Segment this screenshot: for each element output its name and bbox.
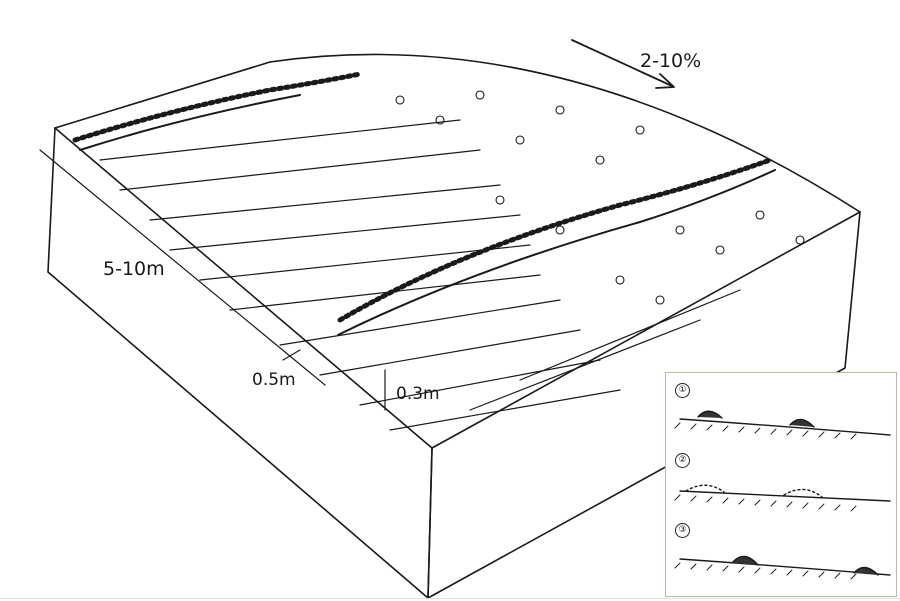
lower-strip	[337, 157, 773, 323]
step-1-number: ①	[675, 383, 690, 398]
block-top-left-edge	[54, 61, 271, 129]
strip-height-label: 0.3m	[396, 384, 440, 404]
step-2-number: ②	[675, 453, 690, 468]
block-left-top-edge	[54, 127, 433, 449]
strip-spacing-label: 5-10m	[103, 258, 165, 280]
cross-section-inset: ① ② ③	[665, 372, 897, 597]
slope-arrow	[571, 39, 673, 87]
image-bottom-border	[0, 598, 900, 599]
block-front-edge	[431, 211, 861, 449]
profile-step-1	[674, 410, 891, 440]
block-left-side	[47, 127, 433, 599]
slope-label: 2-10%	[640, 50, 702, 72]
block-front-side	[427, 211, 861, 599]
step-3-number: ③	[675, 523, 690, 538]
width-dimension	[39, 149, 326, 386]
profile-step-2	[674, 484, 891, 512]
block-top-far-edge	[269, 53, 861, 213]
profile-step-3	[674, 555, 891, 580]
upper-strip	[72, 71, 363, 143]
strip-width-label: 0.5m	[252, 370, 296, 390]
